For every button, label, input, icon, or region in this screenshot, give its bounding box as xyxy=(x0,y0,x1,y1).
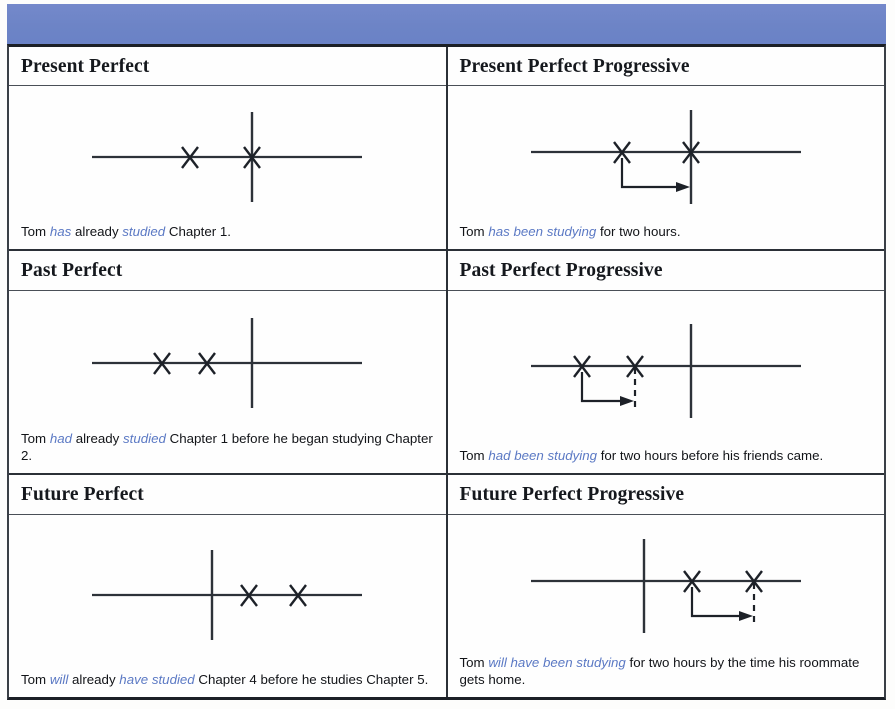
cell-past-perfect: Past Perfect xyxy=(9,250,447,476)
caption-text: Tom xyxy=(21,224,50,240)
x-mark-later-past xyxy=(198,351,217,375)
timeline-diagram-present-perfect-progressive xyxy=(448,86,885,223)
cell-caption: Tom has been studying for two hours. xyxy=(448,223,885,249)
arrowhead-icon xyxy=(675,181,690,192)
arrowhead-icon xyxy=(619,396,634,407)
timeline-diagram-past-perfect-progressive xyxy=(448,291,885,447)
cell-caption: Tom had already studied Chapter 1 before… xyxy=(9,430,446,473)
cell-future-perfect-progressive: Future Perfect Progressive xyxy=(445,474,885,697)
cell-future-perfect: Future Perfect xyxy=(9,474,447,697)
caption-verb: has been studying xyxy=(488,224,597,240)
timeline-diagram-present-perfect xyxy=(9,86,446,223)
caption-text: for two hours. xyxy=(596,224,681,240)
caption-text: Tom xyxy=(459,224,489,240)
caption-text: Chapter 1. xyxy=(165,224,231,240)
cell-title: Past Perfect Progressive xyxy=(447,251,884,291)
table-row: Past Perfect xyxy=(9,250,885,476)
x-mark-start xyxy=(682,570,701,594)
timeline-diagram-future-perfect-progressive xyxy=(448,515,885,654)
timeline-svg xyxy=(92,549,363,640)
caption-text: Chapter 1 before he began studying Chapt… xyxy=(21,431,433,464)
duration-arrow-path xyxy=(580,372,628,403)
cell-present-perfect: Present Perfect xyxy=(9,47,447,252)
duration-arrow-path xyxy=(690,587,747,618)
caption-text: already xyxy=(71,224,123,240)
caption-text: Tom xyxy=(21,671,50,687)
caption-text: for two hours before his friends came. xyxy=(597,448,824,464)
caption-text: Tom xyxy=(459,654,489,670)
x-mark-now xyxy=(681,141,700,164)
x-mark-past xyxy=(181,146,200,169)
timeline-svg xyxy=(530,539,801,634)
caption-verb: had xyxy=(49,431,73,447)
table-row: Future Perfect xyxy=(9,474,884,697)
cell-title: Present Perfect Progressive xyxy=(447,47,884,87)
caption-text: Chapter 4 before he studies Chapter 5. xyxy=(194,671,429,687)
duration-arrow-path xyxy=(620,157,684,189)
banner-gradient xyxy=(7,4,886,44)
timeline-svg xyxy=(530,109,801,204)
caption-verb: has xyxy=(49,224,72,240)
x-mark-start xyxy=(612,141,631,164)
caption-text: for two hours by the time his roommate g… xyxy=(459,654,860,687)
caption-text: Tom xyxy=(21,431,50,447)
timeline-svg xyxy=(92,317,363,408)
cell-title: Present Perfect xyxy=(9,47,446,87)
tense-grid: Present Perfect xyxy=(9,47,884,697)
cell-caption: Tom has already studied Chapter 1. xyxy=(9,223,446,249)
header-banner xyxy=(7,4,886,44)
x-mark-now xyxy=(243,146,262,169)
cell-title: Past Perfect xyxy=(9,251,446,291)
cell-title: Future Perfect Progressive xyxy=(447,475,884,515)
x-mark-end xyxy=(625,355,644,378)
caption-verb: studied xyxy=(122,224,166,240)
cell-caption: Tom will already have studied Chapter 4 … xyxy=(9,671,446,697)
cell-caption: Tom had been studying for two hours befo… xyxy=(448,447,885,473)
caption-verb: have studied xyxy=(119,671,195,687)
timeline-diagram-past-perfect xyxy=(9,291,446,430)
caption-text: already xyxy=(72,431,124,447)
caption-text: already xyxy=(68,671,120,687)
x-mark-earlier-future xyxy=(240,584,259,607)
cell-title: Future Perfect xyxy=(9,475,446,515)
caption-verb: studied xyxy=(123,431,166,447)
timeline-diagram-future-perfect xyxy=(9,515,446,671)
arrowhead-icon xyxy=(738,611,753,622)
timeline-svg xyxy=(530,324,801,419)
caption-text: Tom xyxy=(459,448,489,464)
x-mark-start xyxy=(572,355,591,378)
caption-verb: will have been studying xyxy=(488,654,626,670)
x-mark-end xyxy=(744,570,763,594)
caption-verb: had been studying xyxy=(488,448,598,464)
cell-caption: Tom will have been studying for two hour… xyxy=(448,654,885,697)
x-mark-earlier-past xyxy=(153,351,172,375)
timeline-svg xyxy=(92,111,363,202)
tense-chart-table: Present Perfect xyxy=(7,44,886,700)
cell-past-perfect-progressive: Past Perfect Progressive xyxy=(445,250,885,476)
caption-verb: will xyxy=(49,671,69,687)
table-row: Present Perfect xyxy=(9,47,885,252)
cell-present-perfect-progressive: Present Perfect Progressive xyxy=(445,47,885,252)
x-mark-later-future xyxy=(289,584,308,607)
